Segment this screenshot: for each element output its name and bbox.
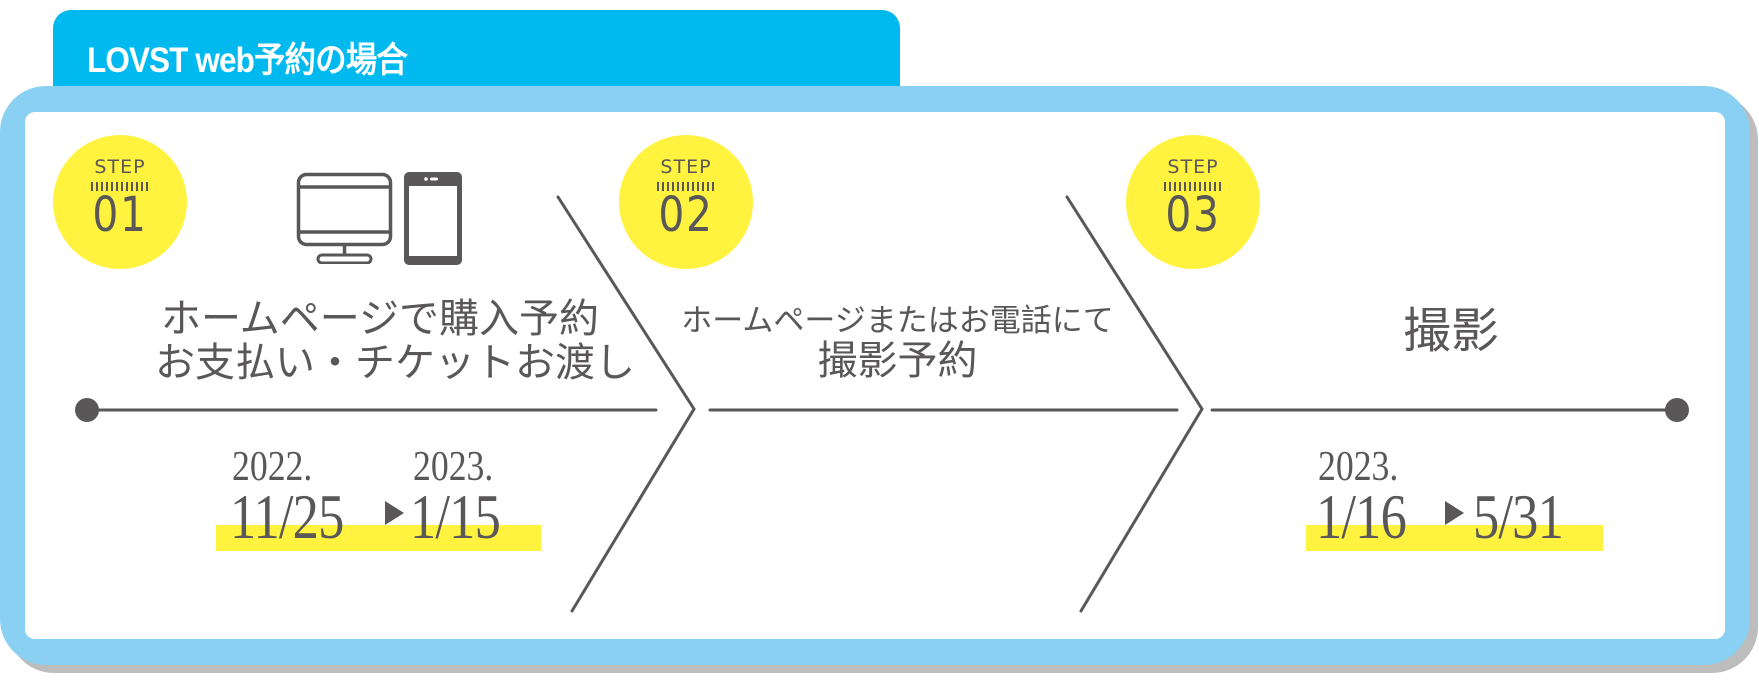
- desktop-monitor-icon: [296, 172, 393, 264]
- step-badge-02: STEP 02: [619, 135, 753, 269]
- step-03-end-date: 5/31: [1473, 481, 1564, 552]
- step-badge-03: STEP 03: [1126, 135, 1260, 269]
- step-01-start-date: 11/25: [230, 481, 344, 552]
- timeline-start-dot: [75, 398, 99, 422]
- chevron-arrow-1: [556, 195, 696, 613]
- step-number: 03: [1165, 187, 1221, 243]
- step-label: STEP: [660, 156, 712, 178]
- header-title: LOVST web予約の場合: [87, 41, 408, 80]
- step-01-start-year: 2022.: [232, 444, 313, 490]
- step-number: 02: [658, 187, 714, 243]
- step-ticks: [91, 182, 151, 191]
- timeline-end-dot: [1665, 398, 1689, 422]
- step-01-end-date: 1/15: [410, 481, 501, 552]
- step-02-description: ホームページまたはお電話にて 撮影予約: [670, 303, 1125, 383]
- step-03-description: 撮影: [1402, 303, 1499, 359]
- header-tab: LOVST web予約の場合: [53, 10, 900, 100]
- step-label: STEP: [1167, 156, 1219, 178]
- arrow-right-icon: [385, 501, 404, 525]
- step-ticks: [1164, 182, 1224, 191]
- step-02-line-2: 撮影予約: [817, 338, 978, 384]
- content-card: [25, 112, 1725, 639]
- step-02-line-1: ホームページまたはお電話にて: [681, 303, 1114, 339]
- smartphone-icon: [404, 172, 462, 265]
- step-01-line-2: お支払い・チケットお渡し: [155, 340, 635, 386]
- step-01-line-1: ホームページで購入予約: [161, 296, 599, 342]
- step-03-year: 2023.: [1318, 444, 1399, 490]
- step-ticks: [657, 182, 717, 191]
- arrow-right-icon: [1445, 501, 1464, 525]
- date-highlight-01: [216, 525, 541, 551]
- step-01-end-year: 2023.: [413, 444, 494, 490]
- step-badge-01: STEP 01: [53, 135, 187, 269]
- step-label: STEP: [94, 156, 146, 178]
- step-01-description: ホームページで購入予約 お支払い・チケットお渡し: [155, 296, 635, 386]
- step-number: 01: [92, 187, 148, 243]
- step-03-start-date: 1/16: [1316, 481, 1407, 552]
- date-highlight-03: [1306, 525, 1603, 551]
- chevron-arrow-2: [1065, 195, 1204, 613]
